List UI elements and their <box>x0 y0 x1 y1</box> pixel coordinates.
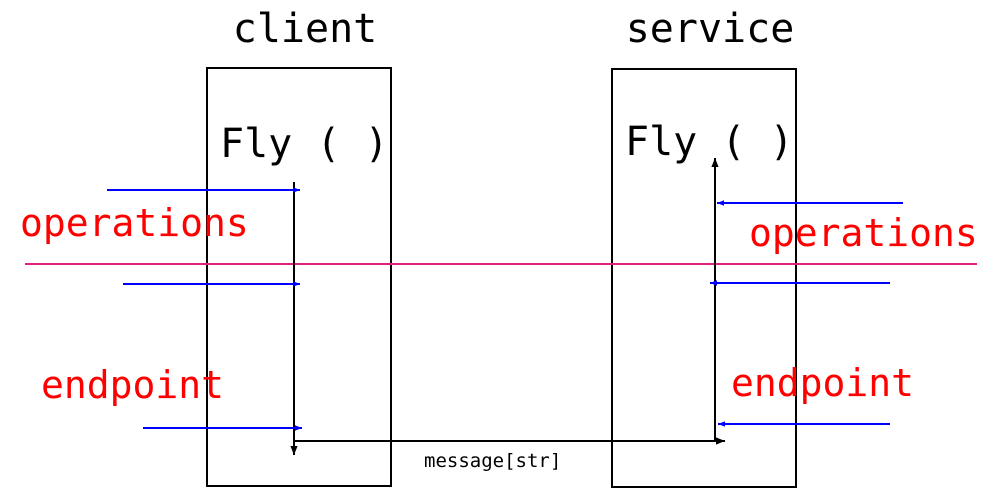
client-method-label: Fly ( ) <box>220 121 389 167</box>
service-title: service <box>626 6 795 52</box>
left-endpoint-label: endpoint <box>41 363 224 407</box>
service-box <box>611 68 797 488</box>
right-operations-label: operations <box>749 211 978 255</box>
right-endpoint-label: endpoint <box>731 361 914 405</box>
client-title: client <box>233 6 378 52</box>
left-operations-label: operations <box>20 201 249 245</box>
message-label: message[str] <box>424 450 561 472</box>
service-method-label: Fly ( ) <box>625 119 794 165</box>
client-box <box>206 67 392 487</box>
